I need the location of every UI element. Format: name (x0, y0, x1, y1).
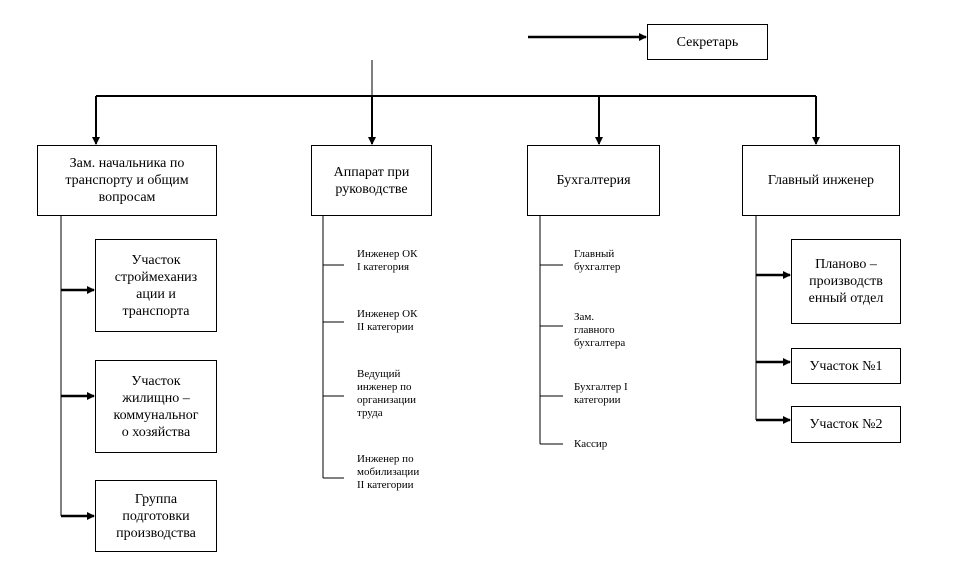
section1-box: Участок №1 (791, 348, 901, 384)
deputy-label: Зам. начальника по транспорту и общим во… (65, 156, 189, 205)
apparatus-label: Аппарат при руководстве (333, 164, 410, 197)
transport-section-label: Участок строймеханиз ации и транспорта (114, 252, 198, 319)
section2-box: Участок №2 (791, 406, 901, 443)
accounting-item-2: Зам. главного бухгалтера (574, 311, 626, 349)
housing-section-box: Участок жилищно – коммунальног о хозяйст… (95, 360, 217, 453)
accounting-item-1: Главный бухгалтер (574, 248, 621, 273)
planning-dept-box: Планово – производств енный отдел (791, 239, 901, 324)
deputy-box: Зам. начальника по транспорту и общим во… (37, 145, 217, 216)
prep-group-label: Группа подготовки производства (116, 491, 196, 541)
apparatus-box: Аппарат при руководстве (311, 145, 432, 216)
apparatus-item-2: Инженер ОК II категории (357, 308, 418, 333)
housing-section-label: Участок жилищно – коммунальног о хозяйст… (113, 373, 199, 440)
accounting-label: Бухгалтерия (556, 173, 631, 188)
apparatus-item-3: Ведущий инженер по организации труда (357, 368, 417, 419)
chief-engineer-label: Главный инженер (767, 173, 875, 188)
apparatus-item-4: Инженер по мобилизации II категории (357, 453, 420, 491)
planning-dept-label: Планово – производств енный отдел (808, 257, 884, 306)
secretary-label: Секретарь (676, 34, 739, 50)
accounting-box: Бухгалтерия (527, 145, 660, 216)
secretary-box: Секретарь (647, 24, 768, 60)
transport-section-box: Участок строймеханиз ации и транспорта (95, 239, 217, 332)
accounting-item-4: Кассир (574, 438, 608, 450)
accounting-item-3: Бухгалтер I категории (574, 381, 628, 406)
chief-engineer-box: Главный инженер (742, 145, 900, 216)
section2-label: Участок №2 (809, 417, 883, 432)
prep-group-box: Группа подготовки производства (95, 480, 217, 552)
section1-label: Участок №1 (809, 358, 883, 374)
apparatus-item-1: Инженер ОК I категория (357, 248, 418, 273)
